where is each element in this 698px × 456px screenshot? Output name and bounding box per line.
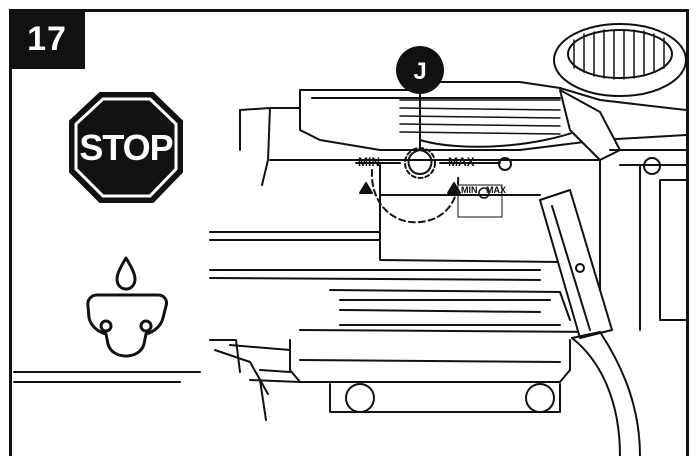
max-label: MAX xyxy=(448,155,475,169)
stop-sign-icon: STOP xyxy=(69,92,183,203)
chain-oil-drop-icon xyxy=(86,256,168,358)
step-number: 17 xyxy=(27,19,67,58)
min-label: MIN xyxy=(358,155,380,169)
step-number-badge: 17 xyxy=(9,9,85,69)
chainsaw-body-drawing xyxy=(13,23,686,456)
callout-letter: J xyxy=(413,58,426,85)
decal-min-label: MIN xyxy=(461,185,478,195)
decal-max-label: MAX xyxy=(486,185,506,195)
stop-label: STOP xyxy=(79,127,172,168)
callout-j: J xyxy=(396,46,444,150)
